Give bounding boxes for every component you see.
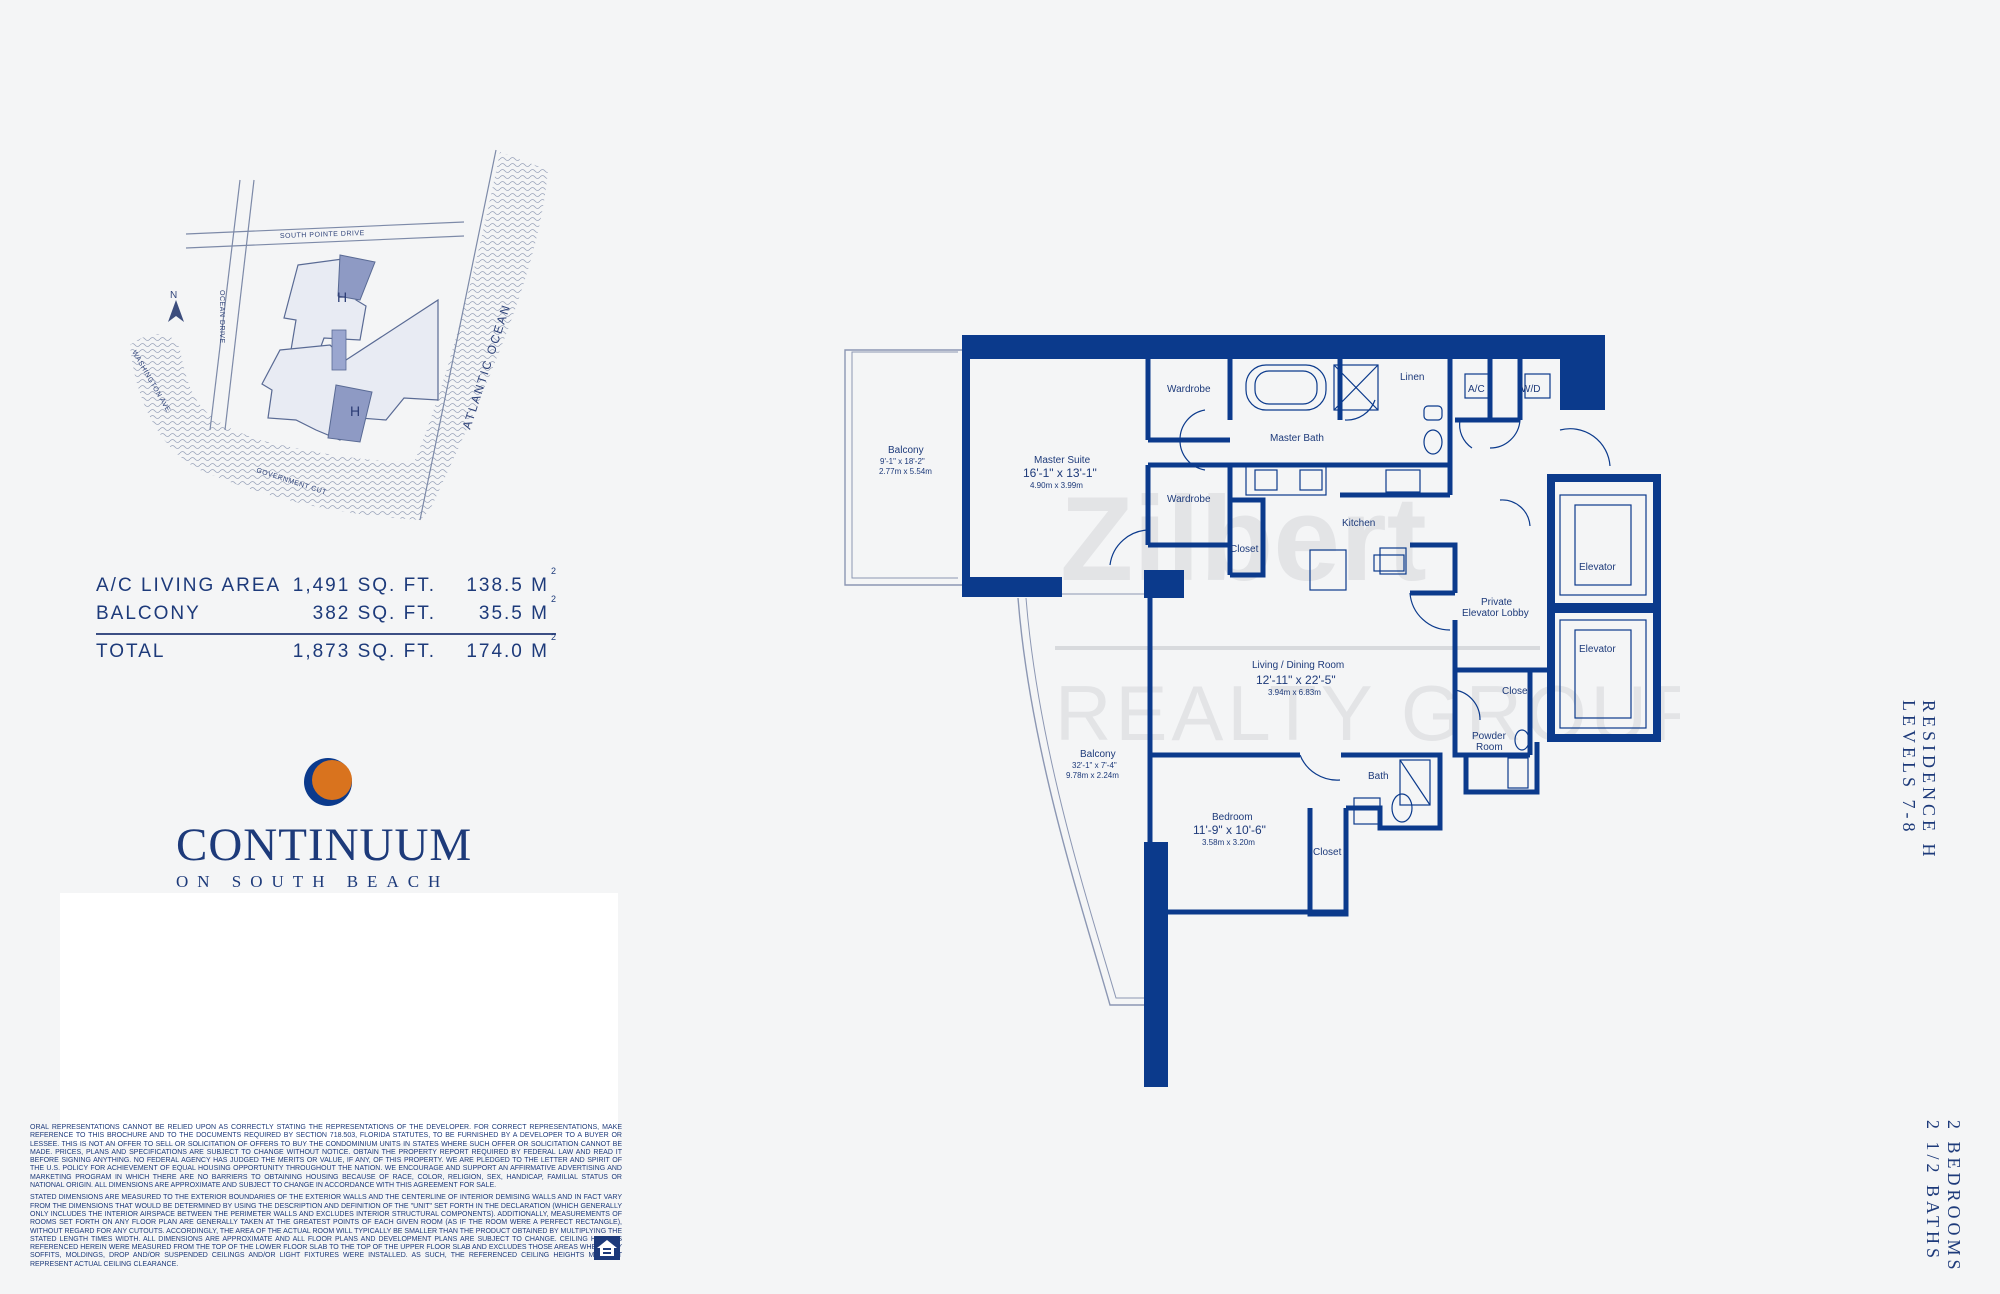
watermark-text: REALTY GROUP — [1055, 669, 1680, 757]
floor-plan: Zilbert REALTY GROUP — [844, 335, 1680, 1087]
room-metric-balcony-top: 2.77m x 5.54m — [879, 467, 932, 476]
room-label-master-bath: Master Bath — [1270, 433, 1324, 444]
unit-marker-south: H — [350, 403, 361, 419]
area-divider — [96, 633, 556, 635]
area-row-total: TOTAL 1,873 SQ. FT. 174.0 M2 — [96, 631, 558, 669]
room-metric-master-suite: 4.90m x 3.99m — [1030, 481, 1083, 490]
area-m2: 35.5 M2 — [478, 593, 558, 624]
room-label-living: Living / Dining Room — [1252, 660, 1344, 671]
balcony-outline — [1017, 597, 1148, 1006]
room-label-lobby-line2: Elevator Lobby — [1462, 608, 1529, 619]
balcony-outline — [844, 349, 964, 586]
area-sqft: 1,873 SQ. FT. — [292, 641, 436, 662]
room-label-powder-line2: Room — [1476, 742, 1503, 753]
room-label-wardrobe-upper: Wardrobe — [1167, 384, 1211, 395]
levels-label: LEVELS 7-8 — [1899, 700, 1919, 836]
area-m2: 174.0 M2 — [466, 631, 558, 662]
room-label-ac: A/C — [1468, 384, 1485, 395]
area-row-balcony: BALCONY 382 SQ. FT. 35.5 M2 — [96, 593, 558, 631]
room-label-master-suite: Master Suite — [1034, 455, 1091, 466]
site-map: H H SOUTH POINTE DRIVE OCEAN DRIVE WASHI… — [130, 149, 548, 521]
room-metric-balcony-lower: 9.78m x 2.24m — [1066, 771, 1119, 780]
room-dim-master-suite: 16'-1" x 13'-1" — [1023, 466, 1097, 480]
room-label-closet-lobby: Closet — [1502, 686, 1531, 697]
residence-label: RESIDENCE H — [1919, 700, 1939, 861]
room-label-lobby-line1: Private — [1481, 597, 1513, 608]
north-arrow-icon: N — [168, 290, 184, 322]
room-label-wardrobe-lower: Wardrobe — [1167, 494, 1211, 505]
room-label-elevator-upper: Elevator — [1579, 562, 1616, 573]
area-sqft: 382 SQ. FT. — [312, 603, 436, 624]
area-m2: 138.5 M2 — [466, 565, 558, 596]
svg-text:N: N — [170, 290, 178, 301]
area-label: TOTAL — [96, 641, 166, 662]
room-metric-living: 3.94m x 6.83m — [1268, 688, 1321, 697]
ocean-water — [130, 152, 548, 520]
logo-mark-icon — [304, 758, 352, 806]
equal-housing-icon — [594, 1236, 620, 1260]
area-row-living: A/C LIVING AREA 1,491 SQ. FT. 138.5 M2 — [96, 565, 558, 603]
room-label-wd: W/D — [1521, 384, 1540, 395]
room-label-elevator-lower: Elevator — [1579, 644, 1616, 655]
area-label: A/C LIVING AREA — [96, 575, 282, 596]
unit-marker-north: H — [337, 289, 348, 305]
blank-panel — [60, 893, 618, 1143]
disclaimer-paragraph: STATED DIMENSIONS ARE MEASURED TO THE EX… — [30, 1194, 622, 1268]
room-label-bedroom: Bedroom — [1212, 812, 1253, 823]
legal-disclaimer: ORAL REPRESENTATIONS CANNOT BE RELIED UP… — [30, 1124, 622, 1273]
room-label-linen: Linen — [1400, 372, 1424, 383]
room-dim-living: 12'-11" x 22'-5" — [1256, 673, 1336, 687]
area-label: BALCONY — [96, 603, 201, 624]
brand-subtitle: ON SOUTH BEACH — [176, 872, 450, 891]
room-label-powder-line1: Powder — [1472, 731, 1507, 742]
area-sqft: 1,491 SQ. FT. — [292, 575, 436, 596]
room-dim-balcony-lower: 32'-1" x 7'-4" — [1072, 761, 1117, 770]
fixtures — [1245, 364, 1647, 825]
room-label-balcony-lower: Balcony — [1080, 749, 1116, 760]
baths-label: 2 1/2 BATHS — [1923, 1120, 1943, 1263]
room-label-bath: Bath — [1368, 771, 1389, 782]
room-metric-bedroom: 3.58m x 3.20m — [1202, 838, 1255, 847]
watermark-logo: Zilbert — [1060, 472, 1427, 606]
disclaimer-paragraph: ORAL REPRESENTATIONS CANNOT BE RELIED UP… — [30, 1124, 622, 1190]
room-dim-balcony-top: 9'-1" x 18'-2" — [880, 457, 925, 466]
room-label-balcony-top: Balcony — [888, 445, 924, 456]
room-label-closet-bedroom: Closet — [1313, 847, 1342, 858]
brand-name: CONTINUUM — [176, 819, 473, 871]
area-table: A/C LIVING AREA 1,491 SQ. FT. 138.5 M2 B… — [96, 565, 558, 669]
road-label-ocean: OCEAN DRIVE — [218, 290, 225, 344]
room-dim-bedroom: 11'-9" x 10'-6" — [1193, 823, 1266, 837]
door-swings — [1109, 399, 1611, 781]
road-label-south-pointe: SOUTH POINTE DRIVE — [280, 230, 365, 240]
exterior-walls — [962, 335, 1661, 1087]
bedrooms-label: 2 BEDROOMS — [1944, 1120, 1964, 1274]
room-label-kitchen: Kitchen — [1342, 518, 1375, 529]
room-label-closet-kitchen: Closet — [1230, 544, 1259, 555]
